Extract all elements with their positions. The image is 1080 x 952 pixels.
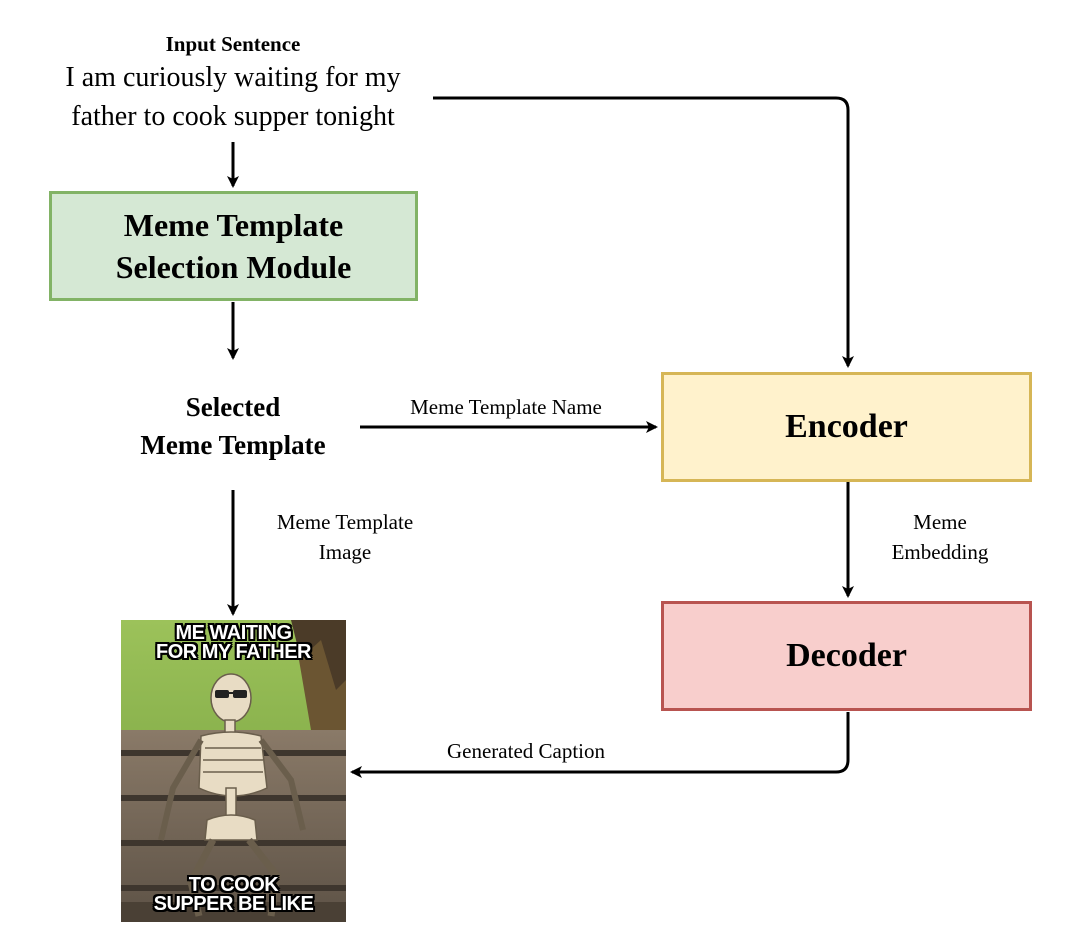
selection-module-label-2: Selection Module (115, 249, 352, 285)
arrow-generated-caption (350, 712, 850, 778)
edge-label-template-image-2: Image (318, 540, 372, 564)
input-sentence-line-2: father to cook supper tonight (71, 101, 395, 132)
edge-label-embedding-2: Embedding (891, 540, 989, 564)
input-heading: Input Sentence (165, 32, 301, 56)
selected-template-line-1: Selected (185, 392, 281, 422)
encoder-box: Encoder (661, 372, 1032, 482)
encoder-label: Encoder (785, 408, 908, 445)
meme-template-selection-module: Meme Template Selection Module (49, 191, 418, 301)
meme-bottom-caption: TO COOK SUPPER BE LIKE (153, 874, 314, 915)
edge-label-template-name: Meme Template Name (410, 395, 602, 419)
decoder-box: Decoder (661, 601, 1032, 711)
arrow-input-to-encoder (433, 96, 854, 368)
edge-label-generated-caption: Generated Caption (446, 739, 606, 763)
edge-label-template-image-1: Meme Template (276, 510, 414, 534)
edge-label-embedding-1: Meme (913, 510, 967, 534)
skeleton-illustration (121, 620, 346, 922)
decoder-label: Decoder (786, 637, 907, 674)
selected-template-line-2: Meme Template (140, 430, 326, 460)
meme-template-image: ME WAITING FOR MY FATHER TO COOK SUPPER … (121, 620, 346, 922)
meme-top-caption: ME WAITING FOR MY FATHER (156, 622, 311, 663)
input-sentence-line-1: I am curiously waiting for my (65, 62, 401, 93)
selection-module-label-1: Meme Template (123, 207, 344, 243)
